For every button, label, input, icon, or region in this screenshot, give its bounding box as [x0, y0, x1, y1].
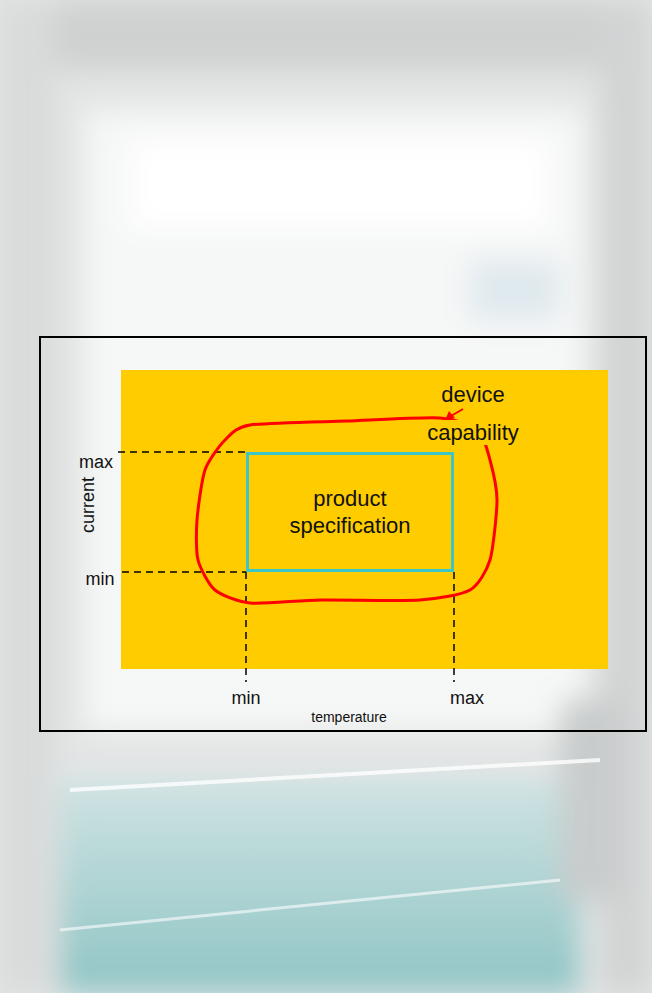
max-current-guide: [118, 451, 246, 453]
axis-tick: max: [450, 689, 484, 707]
max-temp-guide: [453, 572, 455, 682]
spec-label: product specification: [255, 485, 445, 540]
axis-tick: min: [231, 689, 260, 707]
capability-curve: [196, 418, 497, 603]
axis-title: temperature: [311, 710, 386, 724]
glass-shelf: [60, 780, 580, 993]
dashed-guides: [118, 452, 454, 682]
min-temp-guide: [245, 572, 247, 682]
shelf-edge: [60, 880, 560, 930]
region-heading: device capability: [427, 382, 519, 445]
spec-box: product specification: [246, 452, 454, 572]
heading-holder: device capability: [408, 376, 538, 452]
axis-title: current: [79, 477, 97, 533]
axis-tick: max: [79, 453, 113, 471]
leader-line: [451, 409, 463, 416]
chart-frame: [40, 337, 646, 731]
min-current-guide: [122, 571, 246, 573]
lamp: [470, 260, 560, 320]
operating-area: [121, 370, 608, 669]
axis-tick: min: [85, 570, 114, 588]
shelf-edge: [70, 760, 600, 790]
light-glow: [130, 140, 550, 230]
top-frame: [0, 0, 652, 70]
capability-region: device capabilityproduct specification: [197, 418, 499, 608]
left-door: [0, 0, 55, 993]
